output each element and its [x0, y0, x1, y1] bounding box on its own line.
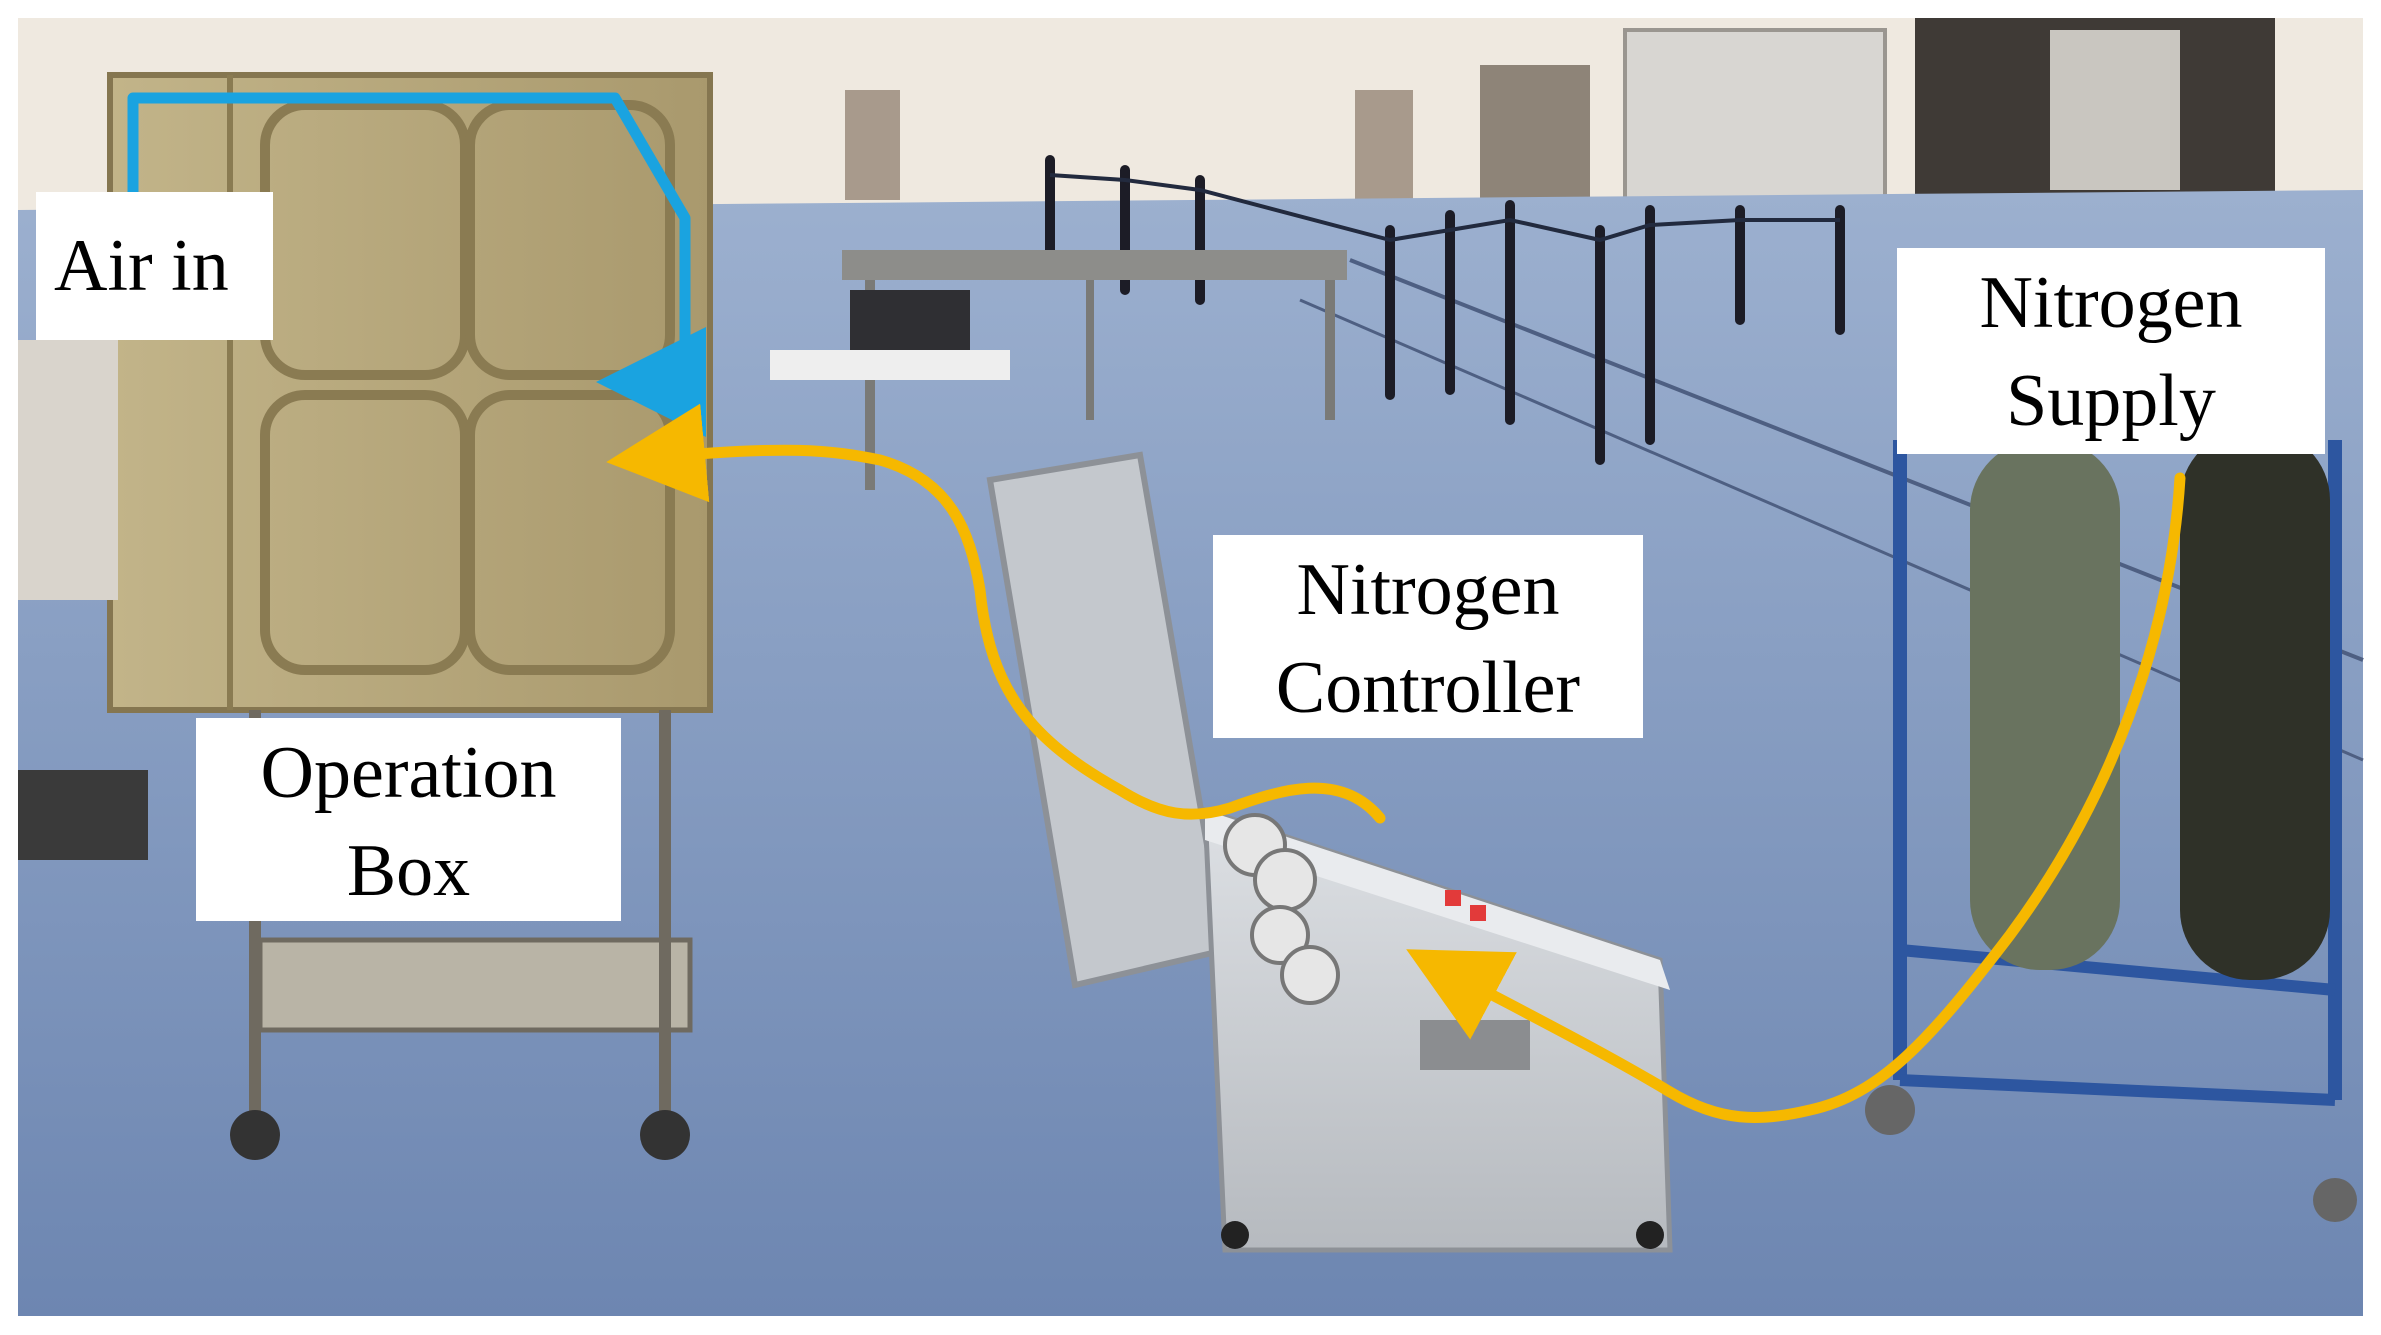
operation-box-label-line-2: Box [346, 830, 471, 912]
air-in-label-text: Air in [54, 225, 229, 307]
equipment-cabinet [2050, 30, 2180, 190]
nitrogen-supply-rack [1865, 430, 2357, 1222]
operation-box-label: Operation Box [196, 718, 621, 921]
background-table [842, 250, 1347, 280]
air-in-label: Air in [36, 192, 273, 340]
nitrogen-cylinder [2180, 430, 2330, 980]
chair-seat [770, 350, 1010, 380]
wall-door [1355, 90, 1413, 200]
operation-box-label-line-1: Operation [260, 732, 557, 814]
nitrogen-supply-label-line-2: Supply [2006, 360, 2216, 442]
nitrogen-controller-label-line-2: Controller [1275, 647, 1581, 729]
nitrogen-flow-arrow-to-controller [1406, 472, 2186, 1123]
nitrogen-controller-label-line-1: Nitrogen [1296, 549, 1560, 631]
side-equipment [18, 770, 148, 860]
wall-door [845, 90, 900, 200]
chair [850, 290, 970, 355]
nitrogen-controller-label: Nitrogen Controller [1213, 535, 1643, 738]
nitrogen-supply-label: Nitrogen Supply [1897, 248, 2325, 454]
nitrogen-flow-arrow-to-box [606, 403, 1386, 824]
side-equipment [18, 340, 118, 600]
air-flow-arrow [127, 92, 706, 437]
nitrogen-supply-label-line-1: Nitrogen [1979, 262, 2243, 344]
operation-box [107, 72, 713, 713]
nitrogen-cylinder [1970, 440, 2120, 970]
barrier-tapes [1049, 173, 1840, 243]
